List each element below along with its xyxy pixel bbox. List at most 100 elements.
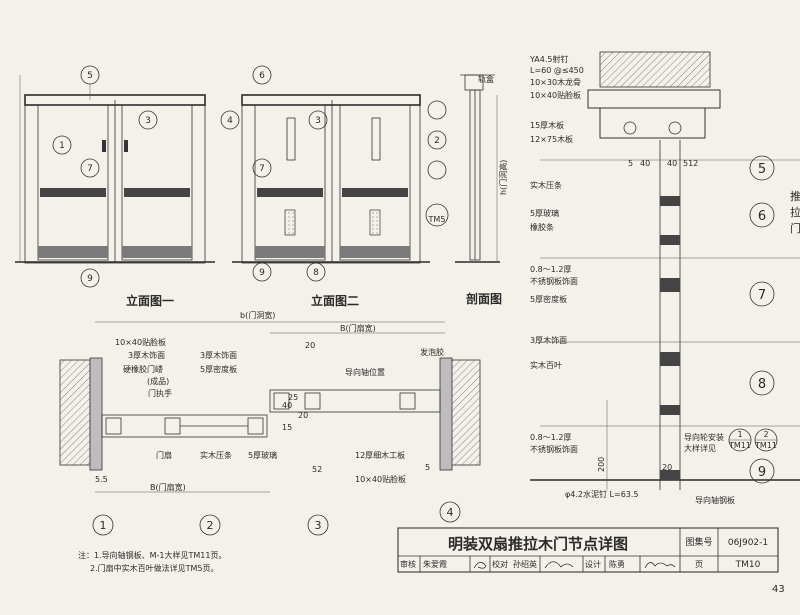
svg-text:发泡胶: 发泡胶 [420, 347, 444, 357]
checker-signature [544, 561, 574, 569]
svg-text:10×30木龙骨: 10×30木龙骨 [530, 77, 581, 87]
svg-text:20: 20 [662, 463, 672, 472]
svg-text:0.8～1.2厚: 0.8～1.2厚 [530, 265, 571, 274]
page-code: TM10 [735, 560, 761, 570]
svg-text:拉: 拉 [790, 205, 800, 219]
svg-text:陈勇: 陈勇 [609, 559, 625, 569]
right-edge-text: 推 拉 门 [790, 189, 800, 235]
svg-text:15: 15 [282, 423, 292, 432]
elev2-title: 立面图二 [311, 293, 359, 308]
elev1-title: 立面图一 [126, 293, 174, 308]
svg-text:7: 7 [259, 164, 265, 174]
atlas-number: 06J902-1 [728, 538, 768, 548]
svg-text:轨盒: 轨盒 [478, 74, 494, 84]
svg-text:3: 3 [315, 116, 321, 126]
svg-text:0.8～1.2厚: 0.8～1.2厚 [530, 433, 571, 442]
reviewer-signature [473, 562, 487, 569]
svg-text:10×40贴脸板: 10×40贴脸板 [355, 474, 406, 484]
plan-detail-numbers: 1 2 3 4 [92, 501, 461, 536]
svg-text:1: 1 [737, 430, 742, 439]
vertical-detail [530, 51, 800, 490]
note-2: 2.门扇中实木百叶做法详见TM5页。 [90, 563, 219, 573]
svg-text:6: 6 [259, 71, 265, 81]
svg-text:4: 4 [227, 116, 233, 126]
section-markers: 5 6 7 8 9 [749, 155, 775, 484]
svg-text:12厚细木工板: 12厚细木工板 [355, 450, 405, 460]
section-title: 剖面图 [466, 291, 502, 306]
section-marker-6: 6 [758, 209, 766, 224]
svg-text:3厚木饰面: 3厚木饰面 [200, 350, 237, 360]
svg-text:不锈钢板饰面: 不锈钢板饰面 [530, 276, 578, 286]
svg-text:3厚木饰面: 3厚木饰面 [128, 350, 165, 360]
elev1-callout-1: 1 [59, 141, 65, 151]
plan-section: b(门洞宽) B(门扇宽) B(门扇宽) [59, 310, 481, 493]
svg-text:10×40贴脸板: 10×40贴脸板 [115, 337, 166, 347]
svg-text:(成品): (成品) [147, 376, 169, 386]
svg-text:朱爱霞: 朱爱霞 [423, 559, 447, 569]
svg-text:5.5: 5.5 [95, 475, 108, 484]
svg-text:5厚密度板: 5厚密度板 [200, 364, 237, 374]
page-number: 43 [772, 584, 785, 595]
elevation-two [232, 94, 430, 264]
svg-text:φ4.2水泥钉 L=63.5: φ4.2水泥钉 L=63.5 [565, 489, 639, 499]
elevation-one [15, 75, 215, 264]
elev2-tag: TM5 [428, 215, 446, 224]
elev1-callouts: 5 3 1 7 9 立面图一 [52, 65, 174, 308]
designer-signature [644, 562, 676, 569]
section-view: 轨盒 h(门洞高) 剖面图 [455, 74, 508, 306]
detail-number-4: 4 [447, 506, 454, 519]
elev1-callout-5: 5 [87, 71, 93, 81]
svg-text:2: 2 [434, 136, 440, 146]
svg-text:实木百叶: 实木百叶 [530, 360, 562, 370]
svg-text:5厚玻璃: 5厚玻璃 [530, 208, 559, 218]
svg-text:512: 512 [683, 159, 698, 168]
svg-text:图集号: 图集号 [685, 536, 712, 548]
svg-text:3厚木饰面: 3厚木饰面 [530, 335, 567, 345]
svg-text:15厚木板: 15厚木板 [530, 120, 564, 130]
svg-text:5: 5 [425, 463, 430, 472]
detail-number-1: 1 [100, 519, 107, 532]
detail-labels: YA4.5射钉 L=60 @≤450 10×30木龙骨 10×40贴脸板 15厚… [529, 54, 735, 505]
section-marker-9: 9 [758, 465, 766, 480]
svg-text:2: 2 [763, 430, 768, 439]
svg-text:门扇: 门扇 [156, 450, 172, 460]
svg-text:不锈钢板饰面: 不锈钢板饰面 [530, 444, 578, 454]
svg-text:52: 52 [312, 465, 322, 474]
svg-text:200: 200 [597, 457, 606, 472]
svg-text:推: 推 [790, 189, 800, 203]
note-1: 注：1.导向轴钢板、M-1大样见TM11页。 [78, 550, 226, 560]
svg-text:页: 页 [695, 560, 703, 569]
svg-text:b(门洞宽): b(门洞宽) [240, 310, 275, 320]
svg-text:5: 5 [628, 159, 633, 168]
tm11-references: 1 TM11 2 TM11 [728, 428, 778, 452]
svg-text:h(门洞高): h(门洞高) [498, 160, 508, 195]
svg-text:设计: 设计 [585, 559, 601, 569]
notes: 注：1.导向轴钢板、M-1大样见TM11页。 2.门扇中实木百叶做法详见TM5页… [78, 550, 226, 573]
svg-text:校对: 校对 [492, 559, 508, 569]
svg-text:20: 20 [298, 411, 308, 420]
svg-text:B(门扇宽): B(门扇宽) [150, 482, 186, 492]
svg-text:40: 40 [667, 159, 677, 168]
svg-text:25: 25 [288, 393, 298, 402]
elev2-callouts: 6 4 3 2 7 8 9 TM5 立面图二 [220, 65, 449, 308]
svg-text:L=60 @≤450: L=60 @≤450 [530, 66, 584, 75]
svg-text:硬橡胶门嵝: 硬橡胶门嵝 [123, 364, 163, 374]
title-block: 明装双扇推拉木门节点详图 图集号 06J902-1 审核 朱爱霞 校对 孙绍英 … [397, 527, 779, 573]
svg-text:20: 20 [305, 341, 315, 350]
detail-number-3: 3 [315, 519, 322, 532]
svg-text:5厚玻璃: 5厚玻璃 [248, 450, 277, 460]
elev1-callout-9: 9 [87, 274, 93, 284]
svg-text:审核: 审核 [400, 559, 416, 569]
detail-number-2: 2 [207, 519, 214, 532]
svg-text:TM11: TM11 [728, 441, 751, 450]
section-marker-8: 8 [758, 377, 766, 392]
svg-text:橡胶条: 橡胶条 [530, 222, 554, 232]
svg-text:5厚密度板: 5厚密度板 [530, 294, 567, 304]
sheet-title: 明装双扇推拉木门节点详图 [448, 535, 628, 553]
svg-text:实木压条: 实木压条 [200, 450, 232, 460]
svg-text:导向轴位置: 导向轴位置 [345, 367, 385, 377]
plan-labels: 10×40贴脸板 3厚木饰面 硬橡胶门嵝 (成品) 门执手 3厚木饰面 5厚密度… [95, 337, 444, 484]
svg-text:导向轮安装: 导向轮安装 [684, 432, 724, 442]
section-marker-7: 7 [758, 288, 766, 303]
